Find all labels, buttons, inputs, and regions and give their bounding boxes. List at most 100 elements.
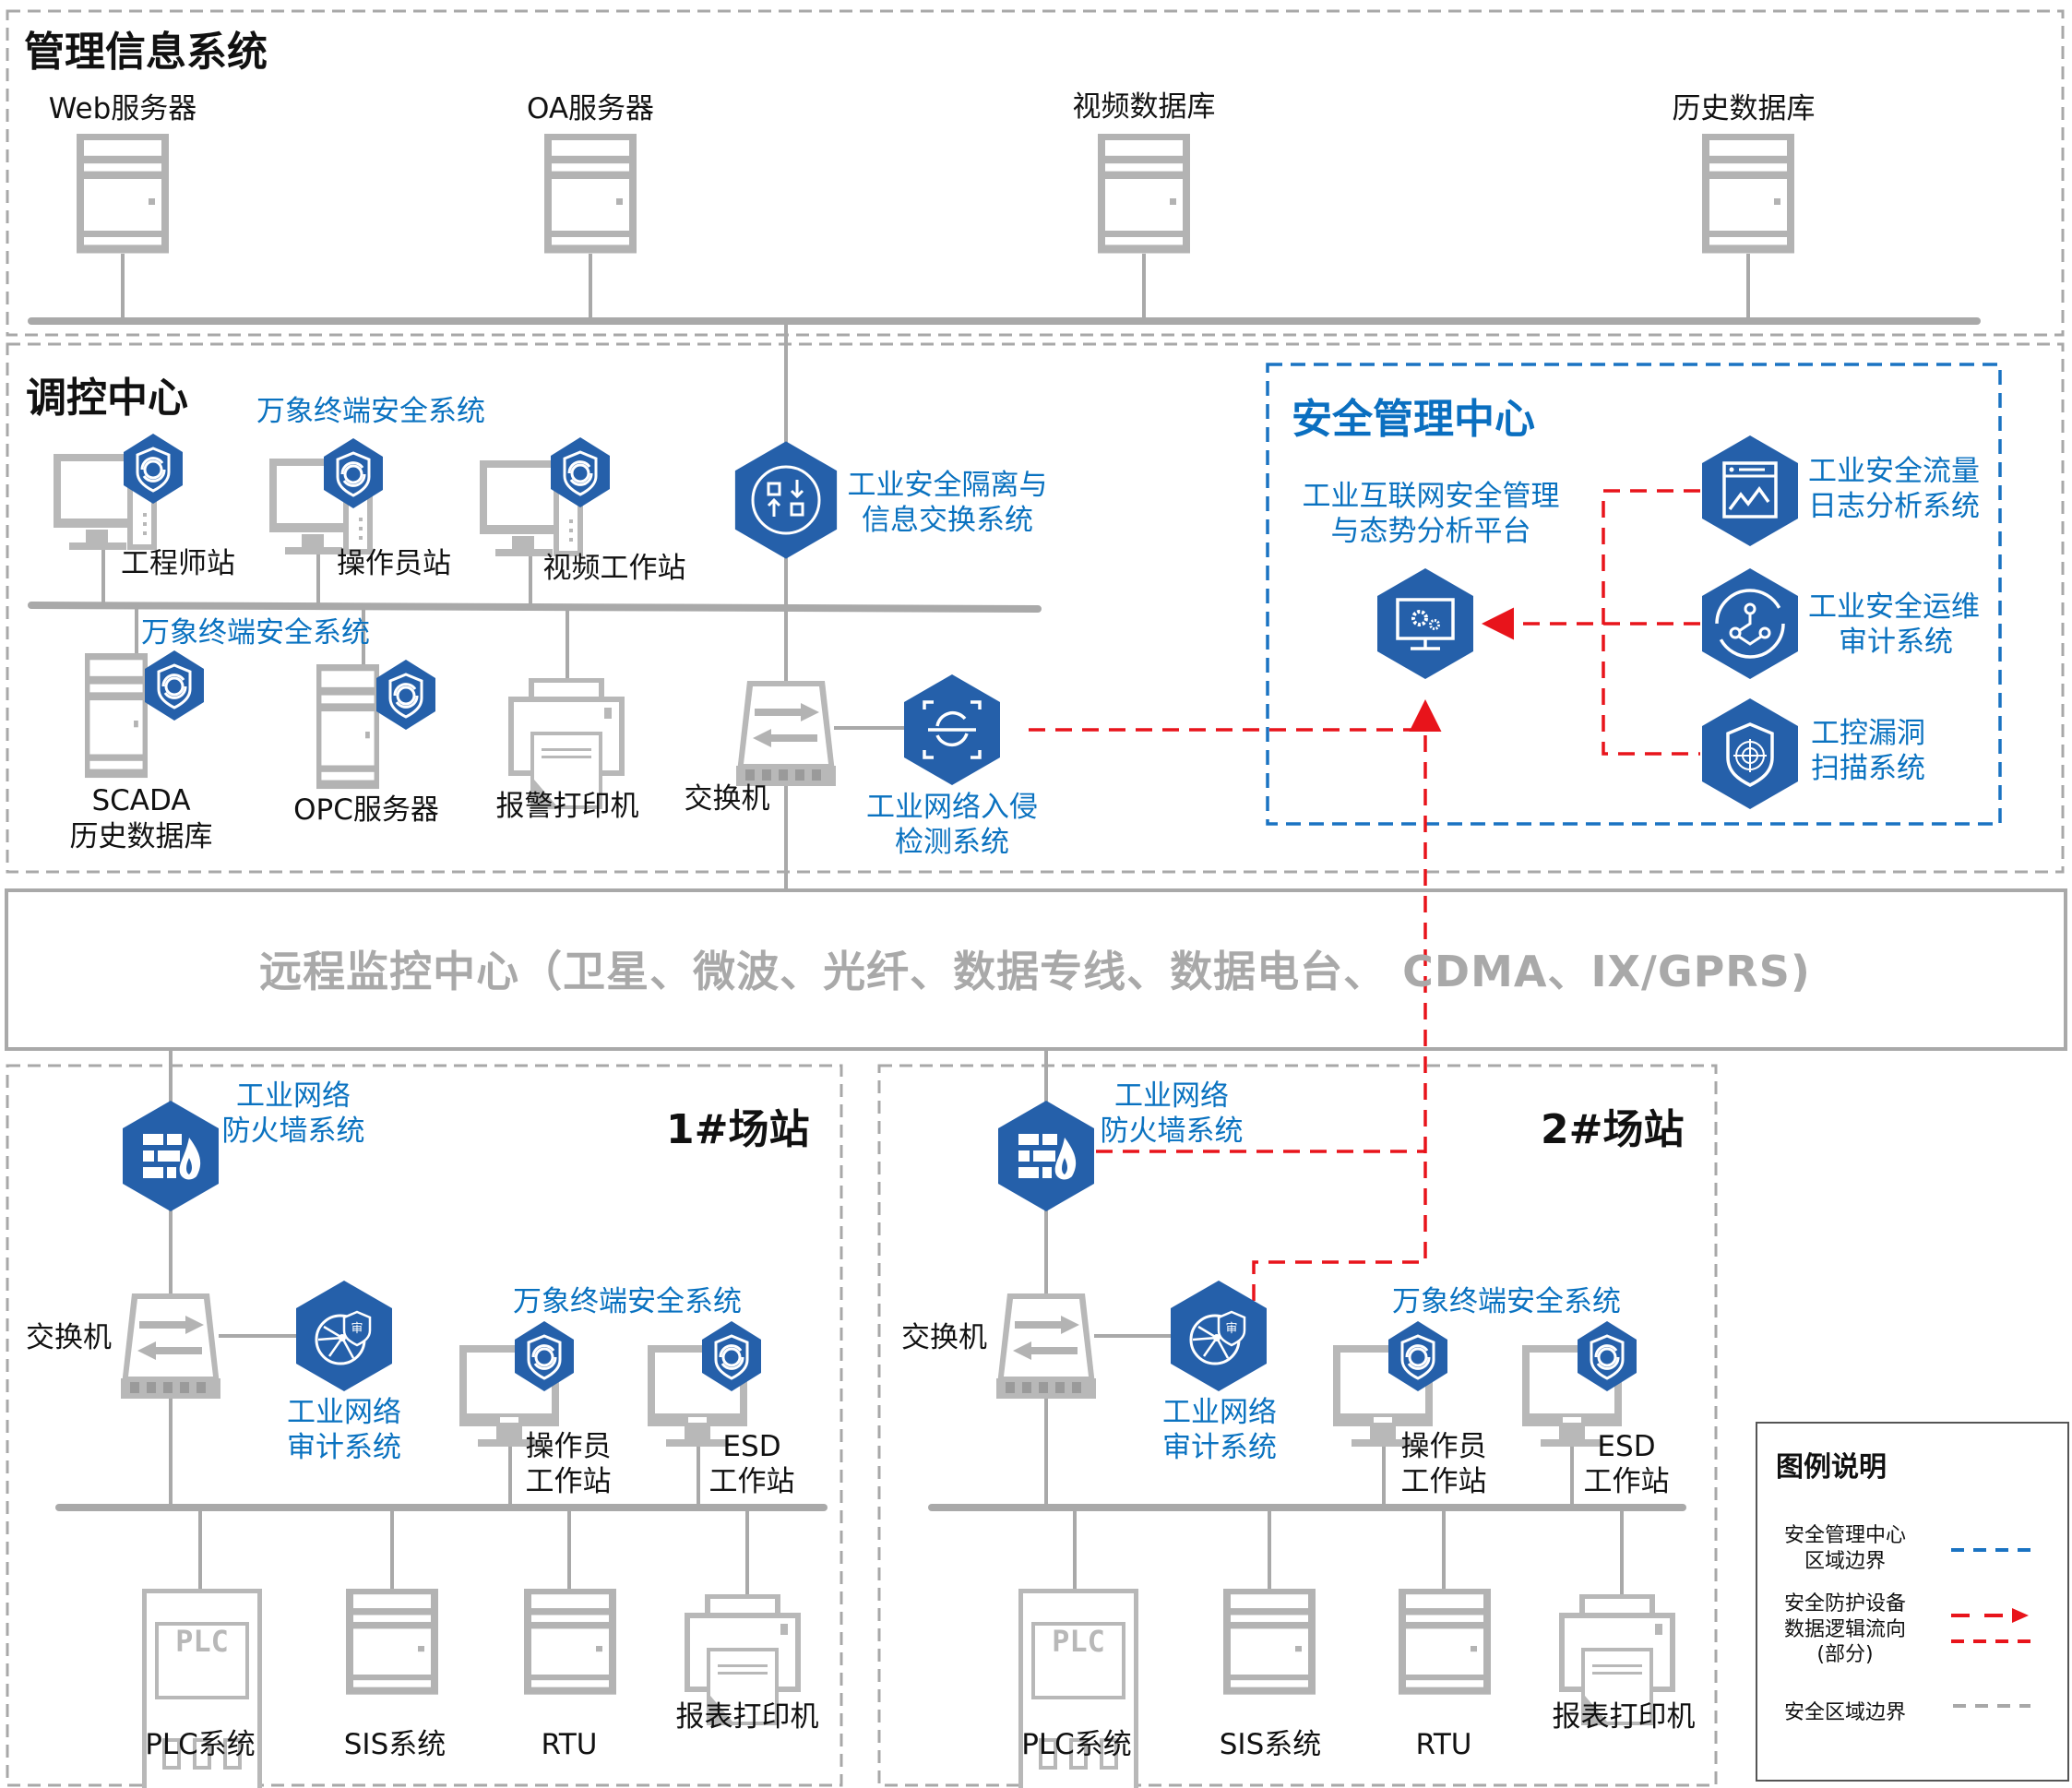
site1-terminal-security-label: 万象终端安全系统 — [513, 1285, 742, 1318]
legend-title: 图例说明 — [1776, 1451, 1887, 1484]
legend-item-data-flow: 安全防护设备 数据逻辑流向 (部分) — [1767, 1591, 1923, 1668]
site2-sis-label: SIS系统 — [1219, 1728, 1322, 1761]
isolation-label-line1: 工业安全隔离与 — [847, 469, 1048, 502]
site2-terminal-security-label: 万象终端安全系统 — [1392, 1285, 1621, 1318]
site1-report-printer-label: 报表打印机 — [675, 1700, 819, 1734]
site2-firewall-label-line2: 防火墙系统 — [1100, 1115, 1244, 1148]
ops-audit-label-line1: 工业安全运维 — [1808, 590, 1980, 624]
history-db-server-icon — [1702, 134, 1794, 254]
isolation-label-line2: 信息交换系统 — [862, 504, 1033, 537]
security-platform-icon — [1377, 568, 1473, 679]
ids-label-line1: 工业网络入侵 — [866, 791, 1038, 824]
site2-rtu-label: RTU — [1415, 1728, 1472, 1761]
site2-rtu-icon — [1399, 1589, 1491, 1695]
site2-audit-label-line1: 工业网络 — [1162, 1396, 1277, 1429]
legend: 图例说明 安全管理中心 区域边界 安全防护设备 数据逻辑流向 (部分) 安全区域… — [1756, 1422, 2069, 1782]
site2-title: 2#场站 — [1541, 1106, 1685, 1153]
site1-switch-icon — [121, 1293, 220, 1399]
remote-monitoring-center-label: 远程监控中心（卫星、微波、光纤、数据专线、数据电台、 CDMA、IX/GPRS) — [259, 947, 1811, 996]
management-zone-boundary — [6, 9, 2065, 337]
history-db-label: 历史数据库 — [1672, 92, 1816, 125]
control-center-zone-boundary — [6, 342, 2065, 874]
site1-firewall-label-line2: 防火墙系统 — [221, 1115, 365, 1148]
site2-report-printer-label: 报表打印机 — [1552, 1700, 1696, 1734]
legend-item-label-line1: 安全区域边界 — [1783, 1701, 1906, 1724]
video-db-label: 视频数据库 — [1072, 90, 1216, 124]
legend-item-label-line3: (部分) — [1816, 1643, 1874, 1666]
remote-monitoring-bar — [5, 888, 2067, 1051]
log-analysis-label-line2: 日志分析系统 — [1808, 490, 1980, 523]
control-center-bus — [28, 602, 1042, 613]
web-server-icon — [77, 134, 169, 254]
site1-sis-label: SIS系统 — [343, 1728, 447, 1761]
terminal-security-label-bottom: 万象终端安全系统 — [141, 616, 370, 650]
site1-rtu-icon — [524, 1589, 616, 1695]
site1-zone-boundary — [6, 1064, 843, 1787]
intrusion-detection-system-icon — [904, 674, 1000, 785]
site2-sis-icon — [1223, 1589, 1316, 1695]
opc-server-label: OPC服务器 — [293, 793, 439, 827]
scada-label-line2: 历史数据库 — [69, 820, 213, 853]
site2-operator-ws-label-line1: 操作员 — [1400, 1430, 1487, 1463]
site1-title: 1#场站 — [666, 1106, 810, 1153]
flow-audit2 — [1252, 1151, 1427, 1301]
alarm-printer-label: 报警打印机 — [495, 790, 639, 823]
site1-esd-ws-label-line1: ESD — [722, 1430, 781, 1463]
scada-server-icon — [85, 653, 148, 779]
security-data-flows — [1029, 489, 1700, 1301]
legend-item-zone-boundary: 安全区域边界 — [1767, 1700, 1923, 1726]
site2-plc-text: PLC — [1052, 1624, 1105, 1659]
scada-label-line1: SCADA — [91, 784, 191, 817]
platform-label-line1: 工业互联网安全管理 — [1302, 480, 1560, 513]
ops-audit-icon — [1702, 568, 1798, 679]
web-server-label: Web服务器 — [48, 92, 197, 125]
management-zone-title: 管理信息系统 — [24, 29, 268, 76]
site2-audit-label-line2: 审计系统 — [1162, 1431, 1277, 1464]
ids-label-line2: 检测系统 — [895, 826, 1009, 859]
site1-plc-label: PLC系统 — [145, 1728, 256, 1761]
site1-plc-text: PLC — [175, 1624, 229, 1659]
site1-esd-ws-label-line2: 工作站 — [709, 1465, 795, 1498]
legend-item-label-line1: 安全防护设备 — [1783, 1592, 1906, 1615]
site2-esd-ws-label-line2: 工作站 — [1583, 1465, 1670, 1498]
legend-item-label-line2: 区域边界 — [1804, 1549, 1886, 1573]
control-center-switch-icon — [736, 681, 836, 786]
site2-firewall-label-line1: 工业网络 — [1114, 1079, 1229, 1113]
oa-server-icon — [544, 134, 637, 254]
terminal-security-badge-opc — [376, 660, 435, 730]
site1-firewall-icon — [123, 1101, 219, 1211]
site2-network-audit-icon: 审 — [1171, 1281, 1267, 1391]
legend-item-label-line2: 数据逻辑流向 — [1783, 1617, 1906, 1641]
terminal-security-label-top: 万象终端安全系统 — [256, 395, 485, 428]
terminal-security-badge-scada — [145, 650, 204, 721]
control-center-title: 调控中心 — [26, 375, 188, 422]
network-links — [28, 254, 1981, 1594]
legend-item-label-line1: 安全管理中心 — [1783, 1524, 1906, 1547]
site1-network-audit-icon: 审 — [296, 1281, 392, 1391]
control-center-switch-label: 交换机 — [684, 782, 770, 816]
legend-item-security-center-boundary: 安全管理中心 区域边界 — [1767, 1523, 1923, 1574]
site2-switch-icon — [996, 1293, 1096, 1399]
svg-text:审: 审 — [351, 1322, 363, 1336]
legend-arrowhead-icon — [2012, 1608, 2029, 1623]
site1-operator-ws-label-line2: 工作站 — [525, 1465, 612, 1498]
ops-audit-label-line2: 审计系统 — [1839, 626, 1953, 659]
svg-text:审: 审 — [1225, 1322, 1237, 1336]
log-analysis-icon — [1702, 435, 1798, 546]
opc-server-icon — [316, 664, 379, 790]
security-center-zone-boundary — [1266, 363, 2002, 826]
engineer-station-label: 工程师站 — [121, 547, 235, 580]
site2-esd-ws-label-line1: ESD — [1597, 1430, 1656, 1463]
vuln-scan-label-line1: 工控漏洞 — [1811, 717, 1925, 750]
site2-zone-boundary — [877, 1064, 1718, 1787]
video-db-server-icon — [1098, 134, 1190, 254]
site1-audit-label-line2: 审计系统 — [287, 1431, 401, 1464]
vuln-scan-label-line2: 扫描系统 — [1811, 752, 1925, 785]
platform-label-line2: 与态势分析平台 — [1330, 515, 1531, 548]
oa-server-label: OA服务器 — [526, 92, 655, 125]
operator-station-label: 操作员站 — [337, 547, 451, 580]
site1-operator-ws-label-line1: 操作员 — [525, 1430, 612, 1463]
site1-sis-icon — [346, 1589, 438, 1695]
site2-firewall-icon — [998, 1101, 1094, 1211]
